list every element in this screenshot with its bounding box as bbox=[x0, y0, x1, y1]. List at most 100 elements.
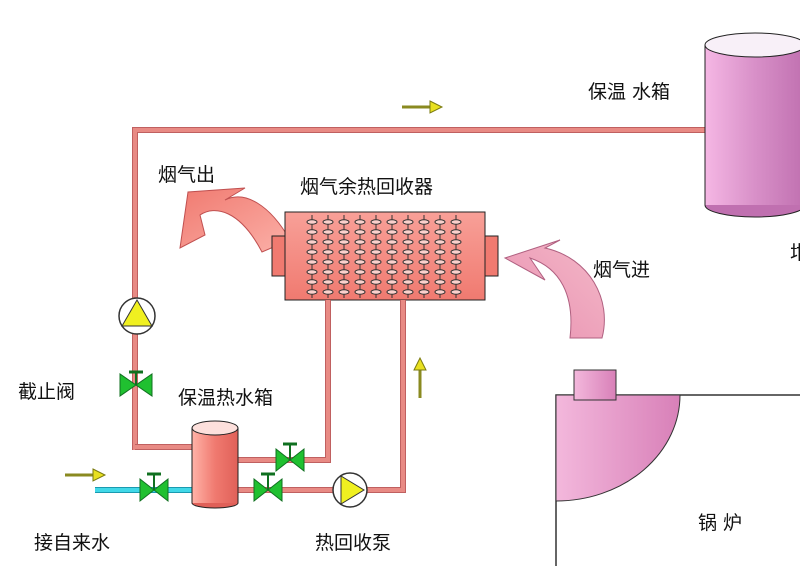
label-flue-gas-out: 烟气出 bbox=[158, 164, 216, 186]
label-tap-water-inlet: 接自来水 bbox=[34, 532, 111, 554]
label-partial-char: 坩 bbox=[790, 242, 800, 264]
coil-fin bbox=[434, 219, 446, 225]
coil-fin bbox=[386, 279, 398, 285]
coil-fin bbox=[434, 269, 446, 275]
coil-fin bbox=[370, 269, 382, 275]
coil-fin bbox=[434, 279, 446, 285]
coil-fin bbox=[338, 269, 350, 275]
smoke-in-arrow-icon bbox=[503, 239, 605, 339]
coil-fin bbox=[354, 249, 366, 255]
flow-arrow-icon bbox=[65, 468, 107, 482]
coil-fin bbox=[322, 269, 334, 275]
coil-fin bbox=[402, 229, 414, 235]
coil-fin bbox=[338, 279, 350, 285]
coil-fin bbox=[402, 279, 414, 285]
label-hot-water-tank: 保温热水箱 bbox=[178, 387, 274, 409]
valve-icon bbox=[119, 370, 153, 397]
valve-icon bbox=[253, 472, 283, 503]
label-cut-off-valve: 截止阀 bbox=[18, 381, 76, 403]
coil-fin bbox=[386, 249, 398, 255]
coil-fin bbox=[322, 249, 334, 255]
valve-icon bbox=[275, 442, 305, 473]
smoke-out-arrow-icon bbox=[179, 187, 291, 253]
coil-fin bbox=[306, 289, 318, 295]
hot-water-tank bbox=[191, 420, 239, 509]
coil-fin bbox=[338, 289, 350, 295]
coil-fin bbox=[418, 239, 430, 245]
label-insulated-tank: 保温 水箱 bbox=[588, 81, 671, 103]
coil-fin bbox=[450, 219, 462, 225]
coil-fin bbox=[418, 219, 430, 225]
coil-fin bbox=[370, 229, 382, 235]
coil-fin bbox=[402, 259, 414, 265]
coil-fin bbox=[306, 219, 318, 225]
coil-fin bbox=[418, 269, 430, 275]
label-recovery-unit: 烟气余热回收器 bbox=[300, 176, 434, 198]
pump-icon bbox=[118, 297, 156, 335]
coil-fin bbox=[322, 229, 334, 235]
coil-fin bbox=[338, 229, 350, 235]
coil-fin bbox=[306, 239, 318, 245]
coil-fin bbox=[434, 249, 446, 255]
coil-fin bbox=[418, 229, 430, 235]
coil-fin bbox=[354, 289, 366, 295]
coil-fin bbox=[354, 239, 366, 245]
coil-fin bbox=[386, 259, 398, 265]
coil-fin bbox=[434, 259, 446, 265]
coil-fin bbox=[386, 289, 398, 295]
coil-fin bbox=[450, 249, 462, 255]
coil-fin bbox=[450, 229, 462, 235]
coil-fin bbox=[338, 259, 350, 265]
heat-recovery-unit bbox=[271, 211, 499, 301]
coil-fin bbox=[418, 289, 430, 295]
coil-fin bbox=[306, 259, 318, 265]
coil-fin bbox=[402, 239, 414, 245]
coil-fin bbox=[338, 239, 350, 245]
coil-fin bbox=[370, 249, 382, 255]
coil-fin bbox=[370, 239, 382, 245]
coil-fin bbox=[354, 219, 366, 225]
coil-fin bbox=[322, 239, 334, 245]
coil-fin bbox=[370, 219, 382, 225]
coil-fin bbox=[386, 239, 398, 245]
coil-fin bbox=[354, 259, 366, 265]
coil-fin bbox=[402, 219, 414, 225]
coil-fin bbox=[450, 289, 462, 295]
coil-fin bbox=[306, 229, 318, 235]
coil-fin bbox=[450, 269, 462, 275]
coil-fin bbox=[450, 239, 462, 245]
coil-fin bbox=[434, 229, 446, 235]
coil-fin bbox=[386, 229, 398, 235]
coil-fin bbox=[370, 279, 382, 285]
coil-fin bbox=[306, 249, 318, 255]
coil-fin bbox=[386, 269, 398, 275]
label-recovery-pump: 热回收泵 bbox=[315, 532, 392, 554]
boiler bbox=[555, 369, 800, 566]
insulated-water-tank bbox=[704, 32, 800, 218]
coil-fin bbox=[418, 279, 430, 285]
coil-fin bbox=[402, 249, 414, 255]
coil-fin bbox=[450, 279, 462, 285]
valve-icon bbox=[139, 472, 169, 503]
coil-fin bbox=[418, 249, 430, 255]
coil-fin bbox=[338, 249, 350, 255]
label-flue-gas-in: 烟气进 bbox=[593, 259, 651, 281]
coil-fin bbox=[370, 289, 382, 295]
coil-fin bbox=[306, 269, 318, 275]
coil-fin bbox=[354, 279, 366, 285]
coil-fin bbox=[354, 229, 366, 235]
coil-fin bbox=[418, 259, 430, 265]
coil-fin bbox=[402, 289, 414, 295]
pump-icon bbox=[332, 472, 368, 508]
coil-fin bbox=[322, 289, 334, 295]
flow-arrow-icon bbox=[402, 100, 444, 114]
coil-fin bbox=[354, 269, 366, 275]
coil-fin bbox=[338, 219, 350, 225]
coil-fin bbox=[322, 219, 334, 225]
coil-fin bbox=[370, 259, 382, 265]
coil-fin bbox=[322, 279, 334, 285]
main-pipe bbox=[132, 127, 720, 450]
coil-fin bbox=[306, 279, 318, 285]
label-boiler: 锅 炉 bbox=[698, 512, 743, 534]
